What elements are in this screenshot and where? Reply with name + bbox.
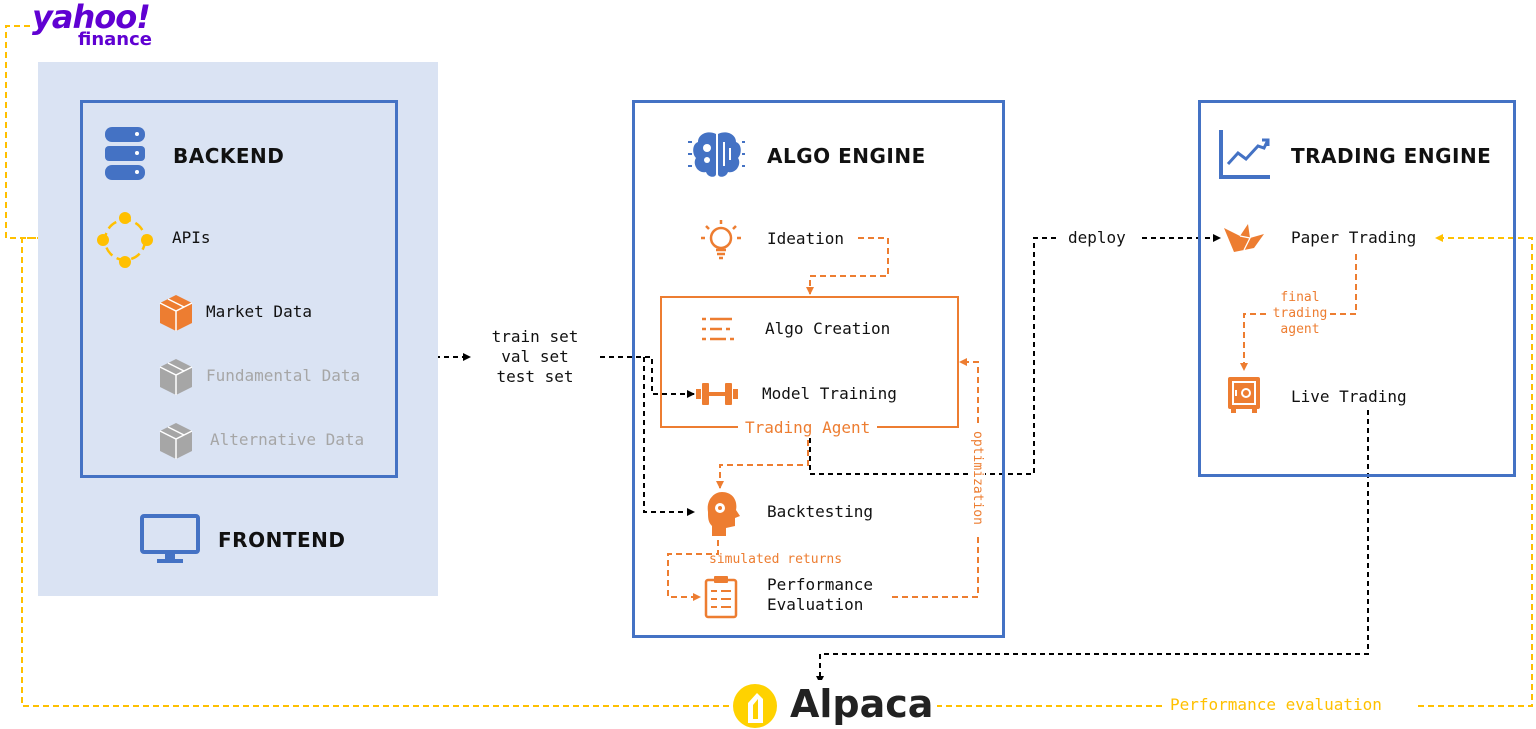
performance-label-2: Evaluation <box>767 595 864 614</box>
model-training-label: Model Training <box>762 384 897 403</box>
alpaca-logo-text: Alpaca <box>790 680 938 728</box>
database-icon <box>103 125 147 183</box>
chart-line-icon <box>1218 128 1272 180</box>
simulated-returns-label: simulated returns <box>709 552 843 567</box>
edge-datasets-training <box>600 356 695 398</box>
brain-gear-icon <box>686 128 746 182</box>
alpaca-logo-icon <box>731 683 779 729</box>
edge-datasets-backtesting <box>643 357 695 516</box>
yahoo-finance-logo: yahoo! finance <box>32 0 172 52</box>
trading-engine-box <box>1198 100 1516 477</box>
head-icon <box>700 490 740 538</box>
fundamental-data-label: Fundamental Data <box>206 366 361 385</box>
package-icon <box>158 421 194 461</box>
origami-bird-icon <box>1222 222 1266 254</box>
clipboard-icon <box>703 575 739 619</box>
dumbbell-icon <box>694 380 740 408</box>
paper-trading-label: Paper Trading <box>1291 228 1417 247</box>
final-agent-line-1: final <box>1270 290 1330 306</box>
edge-agent-backtesting <box>716 440 809 489</box>
backtesting-label: Backtesting <box>767 502 873 521</box>
trading-agent-label: Trading Agent <box>738 418 878 438</box>
alternative-data-label: Alternative Data <box>210 430 365 449</box>
trading-engine-title: TRADING ENGINE <box>1291 144 1492 168</box>
safe-icon <box>1226 375 1262 415</box>
performance-label-1: Performance <box>767 575 873 594</box>
edge-yahoo-apis <box>5 25 94 242</box>
list-icon <box>700 316 740 342</box>
system-panel <box>38 62 438 596</box>
backend-title: BACKEND <box>173 144 285 168</box>
edge-live-alpaca <box>816 410 1369 684</box>
backend-box <box>80 100 398 478</box>
optimization-label: optimization <box>969 423 985 533</box>
performance-evaluation-bottom-label: Performance evaluation <box>1162 695 1390 715</box>
edge-market-datasets <box>327 311 471 361</box>
apis-label: APIs <box>172 228 211 247</box>
api-hub-icon <box>97 212 153 268</box>
edge-performance-alpaca <box>1418 234 1533 707</box>
ideation-label: Ideation <box>767 229 845 248</box>
edge-backtesting-performance <box>667 540 719 601</box>
frontend-title: FRONTEND <box>218 528 346 552</box>
finance-logo-text: finance <box>78 29 152 50</box>
lightbulb-icon <box>700 218 742 262</box>
package-icon <box>158 293 194 333</box>
dataset-test: test set <box>496 367 574 386</box>
algo-engine-box <box>632 100 1005 638</box>
dataset-train: train set <box>491 327 579 346</box>
edge-ideation-creation <box>806 237 889 295</box>
algo-engine-title: ALGO ENGINE <box>767 144 926 168</box>
monitor-icon <box>139 513 201 565</box>
deploy-label: deploy <box>1064 228 1130 248</box>
live-trading-label: Live Trading <box>1291 387 1407 406</box>
final-agent-line-3: agent <box>1270 322 1330 338</box>
final-agent-line-2: trading <box>1270 306 1330 322</box>
dataset-val: val set <box>501 347 569 366</box>
yahoo-logo-text: yahoo! <box>32 0 151 36</box>
algo-creation-label: Algo Creation <box>765 319 891 338</box>
package-icon <box>158 357 194 397</box>
market-data-label: Market Data <box>206 302 312 321</box>
